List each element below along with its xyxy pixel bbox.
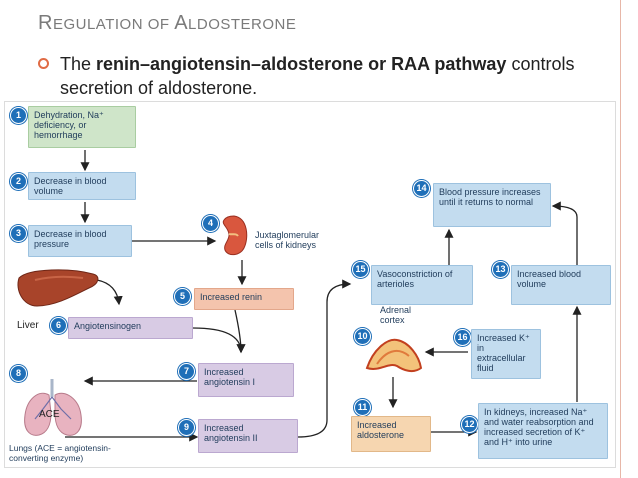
step-9-box: Increased angiotensin II [198, 419, 298, 453]
step-badge-8: 8 [10, 365, 27, 382]
step-badge-10: 10 [354, 328, 371, 345]
step-badge-7: 7 [178, 363, 195, 380]
step-badge-9: 9 [178, 419, 195, 436]
step-badge-13: 13 [492, 261, 509, 278]
step-badge-5: 5 [174, 288, 191, 305]
slide-accent-line [620, 0, 621, 478]
pathway-arrows [65, 150, 582, 442]
step-3-box: Decrease in blood pressure [28, 225, 132, 257]
step-11-box: Increased aldosterone [351, 416, 431, 452]
lungs-icon [24, 379, 82, 436]
slide-title: REGULATION OF ALDOSTERONE [38, 12, 296, 35]
step-13-box: Increased blood volume [511, 265, 611, 305]
step-14-box: Blood pressure increases until it return… [433, 183, 551, 227]
step-badge-15: 15 [352, 261, 369, 278]
step-10-label: Adrenal cortex [380, 305, 412, 325]
adrenal-gland-icon [365, 338, 423, 373]
step-12-box: In kidneys, increased Na⁺ and water reab… [478, 403, 608, 459]
bullet-icon [38, 58, 49, 69]
raa-pathway-figure: ACE 1 2 3 4 5 6 7 8 9 10 11 12 13 14 15 … [4, 101, 616, 468]
step-5-box: Increased renin [194, 288, 294, 310]
lungs-label: Lungs (ACE = angiotensin-converting enzy… [9, 443, 111, 463]
step-badge-12: 12 [461, 416, 478, 433]
ace-label: ACE [39, 409, 60, 420]
step-badge-2: 2 [10, 173, 27, 190]
liver-icon [17, 269, 99, 307]
step-6-box: Angiotensinogen [68, 317, 193, 339]
step-2-box: Decrease in blood volume [28, 172, 136, 200]
liver-label: Liver [17, 320, 39, 331]
step-15-box: Vasoconstriction of arterioles [371, 265, 473, 305]
step-1-box: Dehydration, Na⁺ deficiency, or hemorrha… [28, 106, 136, 148]
kidney-icon [222, 215, 248, 256]
step-badge-14: 14 [413, 180, 430, 197]
title-part-2: LDOSTERONE [188, 16, 297, 33]
step-badge-3: 3 [10, 225, 27, 242]
title-initial-2: A [174, 12, 189, 34]
bullet-text: The renin–angiotensin–aldosterone or RAA… [60, 52, 608, 100]
step-badge-1: 1 [10, 107, 27, 124]
step-16-box: Increased K⁺ in extracellular fluid [471, 329, 541, 379]
step-4-label: Juxtaglomerular cells of kidneys [255, 230, 320, 250]
title-part-1: EGULATION OF [52, 16, 175, 33]
step-badge-16: 16 [454, 329, 471, 346]
bullet-prefix: The [60, 54, 97, 74]
title-initial-1: R [38, 12, 53, 34]
bullet-point: The renin–angiotensin–aldosterone or RAA… [38, 52, 608, 100]
bullet-bold-text: renin–angiotensin–aldosterone or RAA pat… [96, 54, 507, 74]
step-badge-11: 11 [354, 399, 371, 416]
step-badge-4: 4 [202, 215, 219, 232]
bullet-rest-text: controls secretion of aldosterone. [60, 54, 575, 98]
step-7-box: Increased angiotensin I [198, 363, 294, 397]
step-badge-6: 6 [50, 317, 67, 334]
